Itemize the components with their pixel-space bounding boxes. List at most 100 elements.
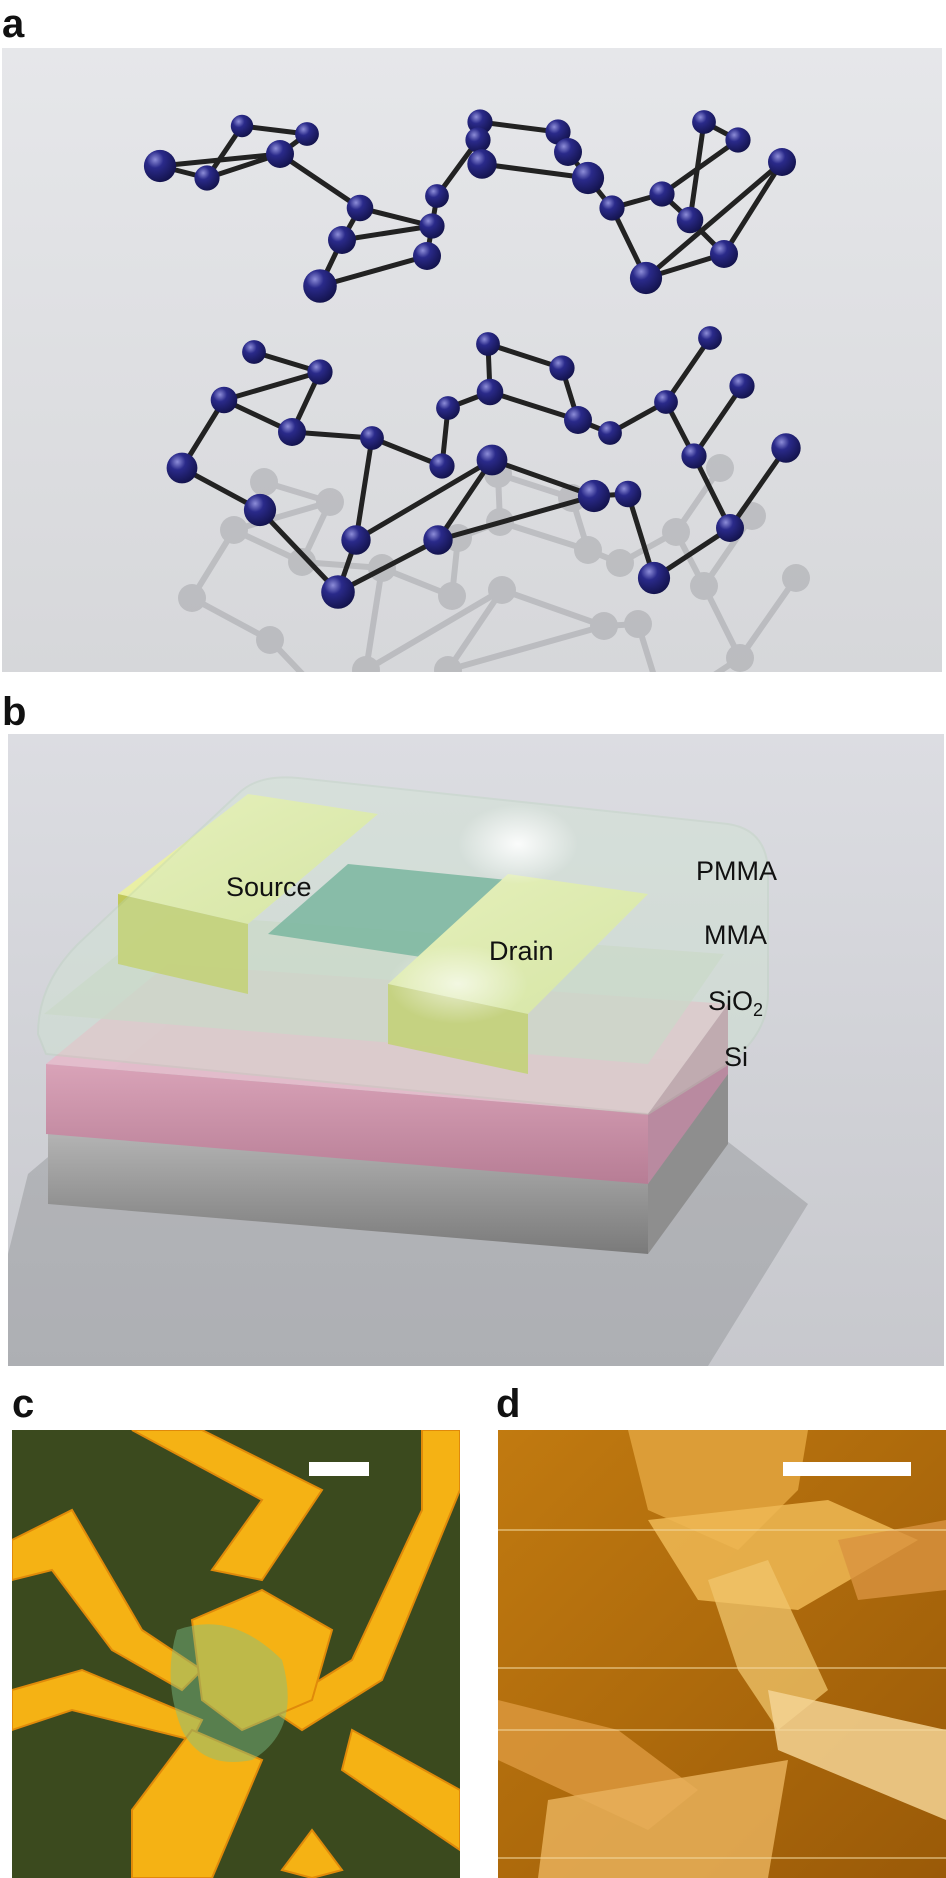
atom [321, 575, 355, 609]
source-label: Source [226, 872, 312, 902]
bond [477, 119, 561, 135]
bond [363, 587, 505, 672]
atom-shadow [706, 454, 734, 482]
atom-shadow [624, 610, 652, 638]
atom [725, 127, 751, 153]
drain-label: Drain [489, 936, 554, 966]
atom [346, 194, 374, 222]
atom-shadow [316, 488, 344, 516]
bond [495, 471, 575, 501]
afm-scan-lines [498, 1529, 946, 1859]
atom [419, 213, 445, 239]
atom [278, 418, 306, 446]
atom [564, 406, 592, 434]
atom-shadow [488, 576, 516, 604]
atom-shadow [590, 612, 618, 640]
bond [353, 457, 495, 543]
bond [673, 529, 707, 589]
sio2-label: SiO2 [708, 986, 763, 1020]
atom [629, 261, 663, 295]
bond [601, 621, 641, 629]
atom [549, 355, 575, 381]
bond [691, 383, 745, 459]
atom [649, 181, 675, 207]
pmma-layer [36, 776, 769, 1116]
sio2-subscript: 2 [753, 1000, 763, 1020]
bond [353, 435, 375, 543]
atom [266, 140, 294, 168]
atom [545, 119, 571, 145]
probe-pad [280, 1828, 344, 1878]
electrode-top [131, 1430, 324, 1582]
atom-shadow [574, 536, 602, 564]
bond [687, 119, 707, 223]
bond [643, 159, 785, 281]
atom [328, 226, 356, 254]
flake-sample [170, 1624, 288, 1762]
atom [698, 326, 722, 350]
si-label: Si [724, 1042, 748, 1072]
atom-shadow [434, 656, 462, 672]
bond [221, 369, 323, 403]
bond [261, 479, 333, 505]
bond [617, 529, 679, 566]
bond [663, 335, 713, 405]
atom-shadow [726, 644, 754, 672]
bond [569, 495, 591, 553]
bond [485, 341, 565, 371]
atom-shadow [256, 626, 284, 654]
bond [499, 587, 607, 629]
bond [737, 575, 799, 661]
atom [614, 480, 642, 508]
atom-shadow [352, 656, 380, 672]
panel-letter-d: d [496, 1382, 521, 1426]
bond [267, 637, 305, 672]
atom-shadow [288, 548, 316, 576]
mma-label: MMA [704, 920, 767, 950]
bond [479, 161, 591, 181]
bond [231, 499, 333, 533]
atom [654, 390, 678, 414]
atom-shadow [606, 549, 634, 577]
bond [635, 621, 656, 672]
bond [363, 565, 385, 672]
atom [230, 114, 254, 138]
atom [692, 110, 716, 134]
atom [476, 444, 508, 476]
atom [577, 479, 611, 513]
atom [467, 149, 497, 179]
atom [194, 165, 220, 191]
afm-topography [498, 1430, 946, 1878]
bond [277, 151, 363, 211]
bond [701, 513, 755, 589]
atom-shadow [782, 564, 810, 592]
panel-c-optical-micrograph [12, 1430, 460, 1878]
bond [713, 655, 743, 672]
atom-shadow [220, 516, 248, 544]
bond [231, 527, 305, 565]
pmma-label: PMMA [696, 856, 777, 886]
bond [317, 253, 430, 289]
atom-shadow [690, 572, 718, 600]
atom [768, 148, 796, 176]
bond [449, 535, 461, 599]
atom [716, 514, 744, 542]
bond [257, 507, 341, 595]
bond [445, 587, 505, 672]
afm-flakes [498, 1430, 946, 1878]
panel-a-bilayer-lattice [2, 48, 942, 672]
atom [476, 332, 500, 356]
atom [243, 493, 277, 527]
atom [598, 421, 622, 445]
panel-letter-a: a [2, 2, 25, 46]
bond [379, 565, 455, 599]
atom [771, 433, 801, 463]
scale-bar-d [783, 1462, 911, 1476]
atom-shadow [250, 468, 278, 496]
bond [487, 389, 581, 423]
atom [681, 443, 707, 469]
atom-shadow [662, 518, 690, 546]
bond [299, 559, 385, 571]
bond [495, 471, 503, 525]
atom [166, 452, 198, 484]
